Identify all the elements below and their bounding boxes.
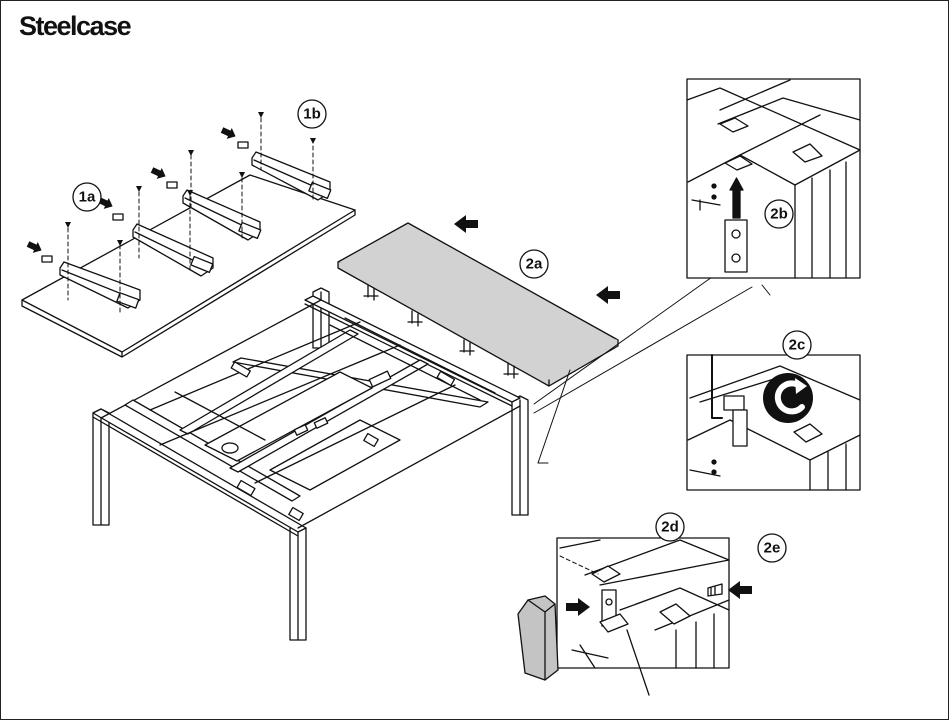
detail-inset-2c [687,355,860,490]
callout-1b: 1b [298,100,326,128]
push-arrow-icon [149,165,168,182]
svg-text:2a: 2a [526,256,543,273]
desk-frame [93,288,528,640]
callout-2e: 2e [758,534,786,562]
detail-inset-2b [687,79,860,278]
svg-text:2b: 2b [770,206,788,223]
screen-panel [338,223,618,386]
svg-text:2d: 2d [661,519,679,536]
callout-2d: 2d [656,513,684,541]
callout-2a: 2a [520,250,548,278]
rotate-clockwise-icon [763,373,813,423]
callout-1a: 1a [73,183,101,211]
push-arrow-icon [596,286,620,304]
push-arrow-icon [728,581,752,599]
callout-2b: 2b [765,200,793,228]
svg-text:1a: 1a [79,189,96,206]
push-arrow-icon [219,125,238,142]
svg-text:1b: 1b [303,106,321,123]
callout-2c: 2c [783,331,811,359]
push-arrow-icon [454,215,478,233]
detail-inset-2d [518,538,729,695]
svg-text:2c: 2c [789,337,806,354]
push-arrow-icon [25,239,44,256]
svg-text:2e: 2e [764,540,781,557]
